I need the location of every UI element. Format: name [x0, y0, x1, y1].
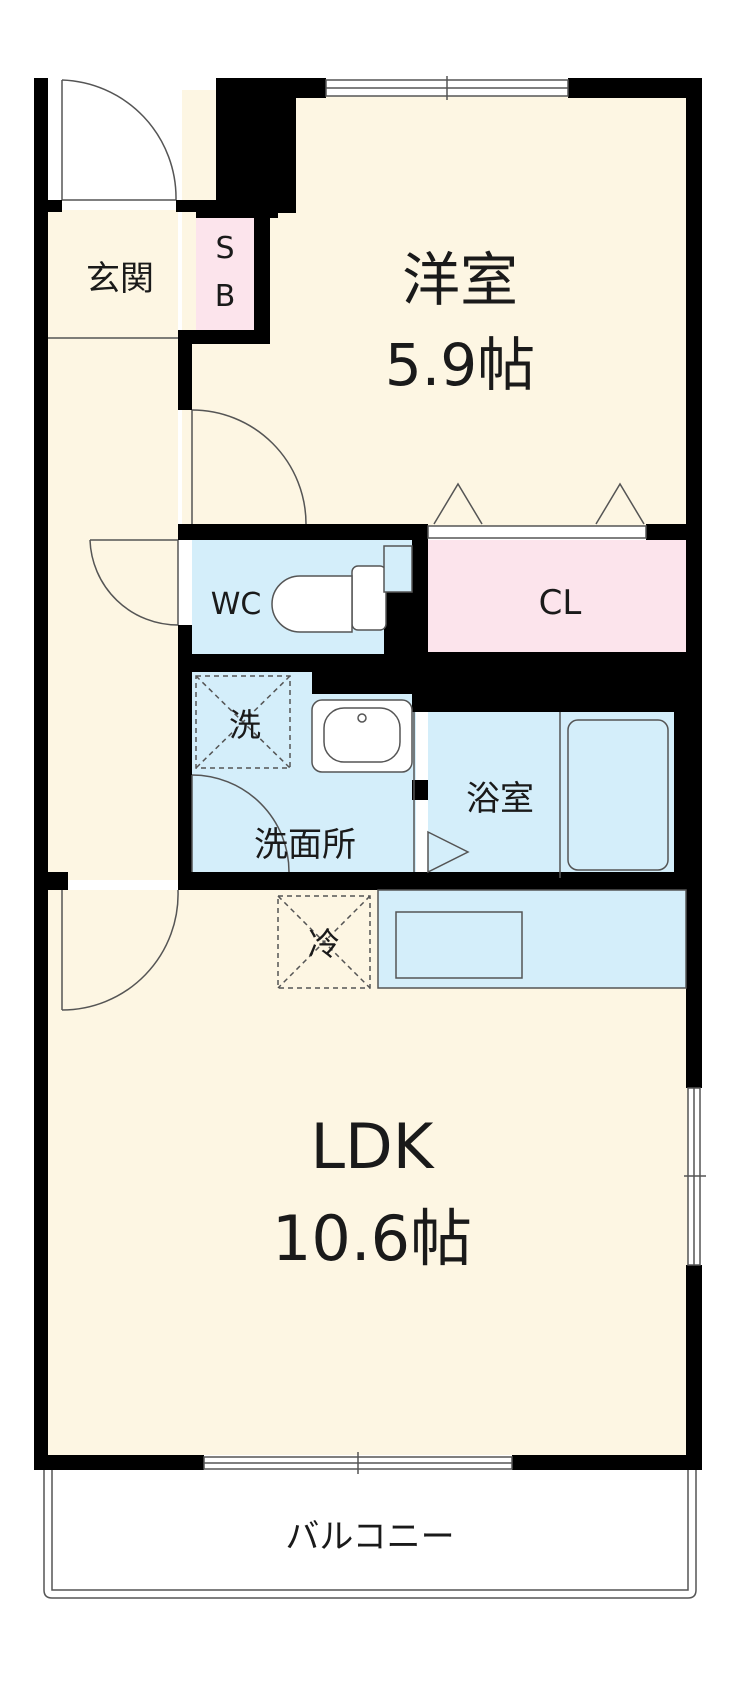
wash-basin: [311, 699, 413, 773]
floor-entrance: [48, 210, 178, 340]
entrance-label: 玄関: [86, 259, 154, 299]
fixtures: [195, 545, 687, 989]
washer-space: [195, 675, 291, 769]
floor-hall: [48, 340, 178, 880]
toilet-bowl: [271, 545, 413, 633]
window-ldk-right: [684, 1087, 706, 1266]
fridge-space: [277, 895, 371, 989]
windows: [203, 76, 706, 1474]
balcony-label: バルコニー: [285, 1517, 454, 1557]
ldk-size: 10.6帖: [272, 1202, 472, 1275]
toilet-label: WC: [211, 587, 262, 622]
western-room-name: 洋室: [402, 246, 518, 314]
bathtub: [559, 712, 669, 878]
shoe-box-label-s: S: [215, 231, 234, 266]
walls: [34, 78, 702, 1470]
labels: 洋室 5.9帖 玄関 S B WC CL 洗 浴室 洗面所 冷 LDK 10.6…: [86, 231, 581, 1557]
bath-label: 浴室: [466, 779, 534, 819]
floor-closet: [428, 540, 692, 658]
floor-shoe-box: [196, 214, 254, 330]
balcony: [43, 1470, 697, 1599]
washroom-label: 洗面所: [254, 825, 356, 865]
washer-label: 洗: [229, 706, 261, 744]
closet-doors: [427, 525, 647, 539]
fridge-label: 冷: [308, 925, 340, 963]
window-western-top: [325, 76, 569, 100]
closet-label: CL: [539, 583, 582, 623]
window-ldk-bottom: [203, 1452, 513, 1474]
western-room-size: 5.9帖: [385, 331, 535, 399]
shoe-box-label-b: B: [215, 279, 236, 314]
kitchen-counter: [377, 889, 687, 989]
doors: [48, 79, 645, 1011]
ldk-name: LDK: [311, 1110, 435, 1183]
